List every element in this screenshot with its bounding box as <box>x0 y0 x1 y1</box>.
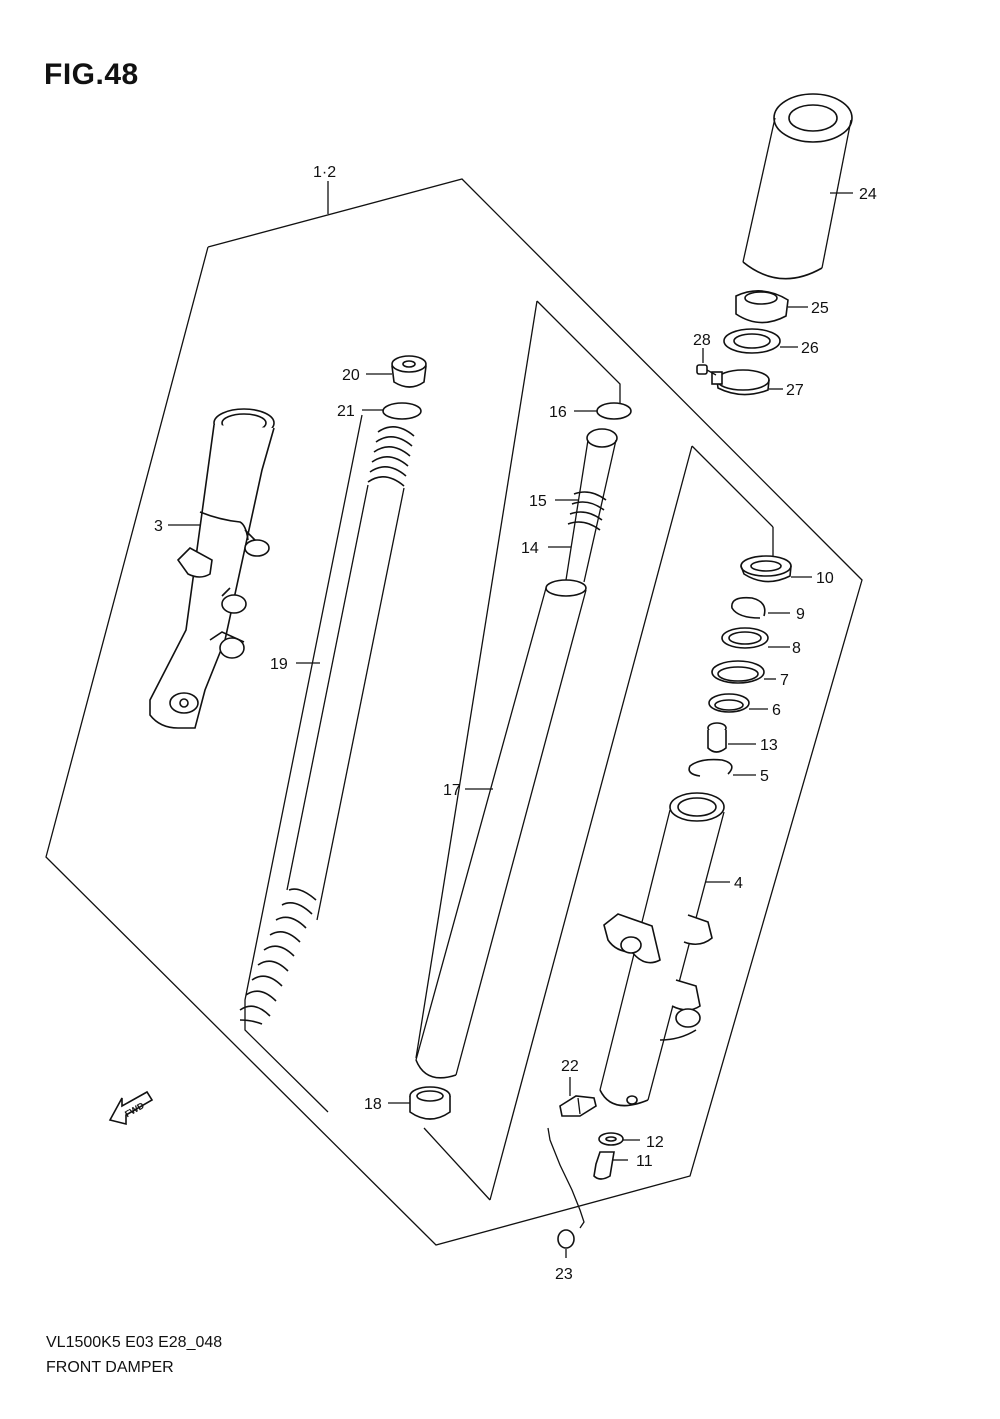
callout-12: 12 <box>646 1134 664 1151</box>
callout-28: 28 <box>693 332 711 349</box>
figure-title: FIG.48 <box>44 58 139 91</box>
circlip-5 <box>688 758 733 777</box>
oil-lock-piece <box>409 1086 451 1120</box>
callout-3: 3 <box>154 518 163 535</box>
slide-bushing-7 <box>711 660 765 684</box>
outer-tube-left <box>149 408 275 729</box>
fork-cover <box>742 93 853 280</box>
damper-bolt-22 <box>559 1095 597 1117</box>
cap-bolt <box>391 355 427 388</box>
oil-seal <box>740 555 792 583</box>
o-ring-21 <box>382 402 422 420</box>
damper-cylinder <box>415 579 587 1079</box>
callout-6: 6 <box>772 702 781 719</box>
callout-21: 21 <box>337 403 355 420</box>
drain-bolt-11 <box>593 1151 615 1180</box>
clamp-band <box>711 369 770 396</box>
cylinder-column-outline <box>415 300 774 1201</box>
fork-spring <box>239 426 415 1025</box>
circlip-9 <box>731 596 766 619</box>
rebound-spring <box>567 491 607 531</box>
slide-bushing-6 <box>708 693 750 713</box>
callout-labels: 1·2 3 20 21 19 16 15 14 17 18 24 25 28 2… <box>154 164 877 1283</box>
callout-5: 5 <box>760 768 769 785</box>
forward-direction-arrow: FWD <box>108 1090 154 1126</box>
assembly-outline <box>45 178 863 1246</box>
callout-14: 14 <box>521 540 539 557</box>
plug-13 <box>707 722 727 753</box>
callout-24: 24 <box>859 186 877 203</box>
callout-8: 8 <box>792 640 801 657</box>
callout-27: 27 <box>786 382 804 399</box>
callout-23: 23 <box>555 1266 573 1283</box>
callout-17: 17 <box>443 782 461 799</box>
callout-18: 18 <box>364 1096 382 1113</box>
callout-7: 7 <box>780 672 789 689</box>
inner-tube-right <box>599 792 725 1107</box>
callout-15: 15 <box>529 493 547 510</box>
callout-11: 11 <box>636 1153 653 1170</box>
section-name: FRONT DAMPER <box>46 1359 174 1376</box>
model-code: VL1500K5 E03 E28_048 <box>46 1334 223 1351</box>
callout-20: 20 <box>342 367 360 384</box>
callout-26: 26 <box>801 340 819 357</box>
damper-rod <box>565 428 618 583</box>
spacer-nut <box>735 290 789 324</box>
spring-column-outline <box>244 414 363 1113</box>
callout-22: 22 <box>561 1058 579 1075</box>
callout-19: 19 <box>270 656 288 673</box>
washer-8 <box>721 627 769 649</box>
callout-1-2: 1·2 <box>313 164 336 181</box>
callout-9: 9 <box>796 606 805 623</box>
cap-23 <box>557 1229 575 1249</box>
clamp-screw <box>696 364 717 376</box>
callout-25: 25 <box>811 300 829 317</box>
callout-16: 16 <box>549 404 567 421</box>
gasket-12 <box>598 1132 624 1146</box>
callout-13: 13 <box>760 737 778 754</box>
washer-26 <box>723 328 781 354</box>
ring-16 <box>596 402 632 420</box>
callout-10: 10 <box>816 570 834 587</box>
callout-4: 4 <box>734 875 743 892</box>
